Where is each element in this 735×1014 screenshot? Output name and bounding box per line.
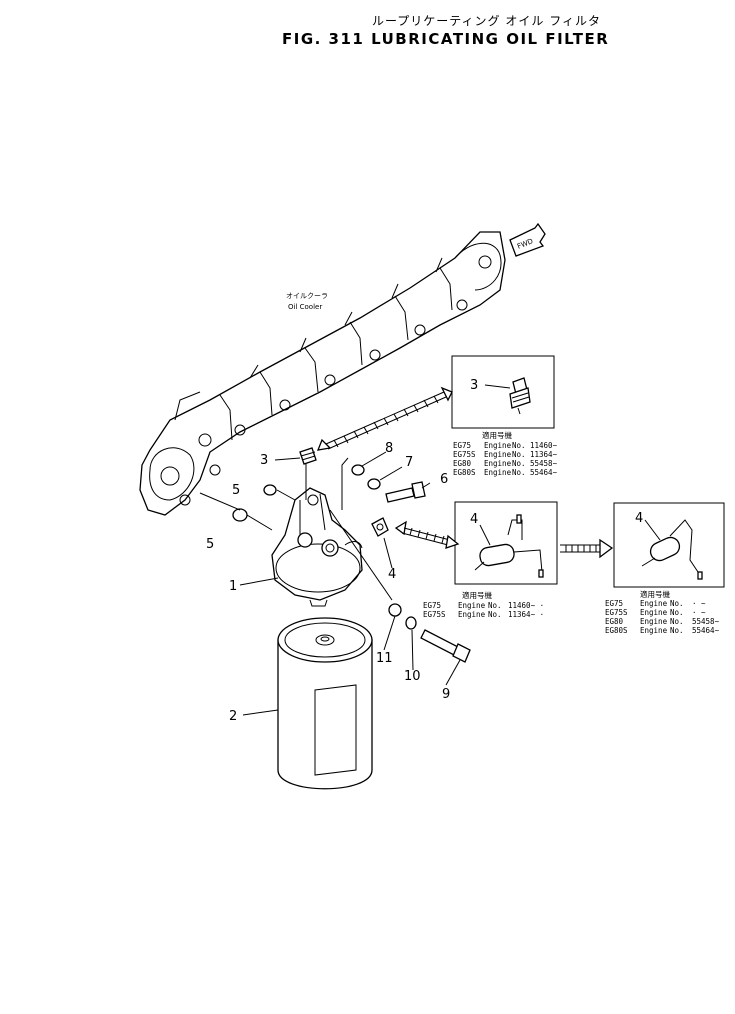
pressure-switch-part-3 [299, 447, 317, 500]
oil-cooler-label: Oil Cooler [288, 303, 322, 311]
table-row-model: EG80 [453, 459, 472, 468]
applicability-table-2: 適用号機 EG75 Engine No. 11460~ · EG75S Engi… [423, 590, 544, 619]
detail-box-part-3 [451, 355, 555, 429]
table-row-no: No. [670, 599, 684, 608]
table-row-serial: 11364~ [530, 450, 558, 459]
detail-arrow-1 [316, 386, 453, 451]
washer-part-10 [405, 616, 417, 630]
table-1-header: 適用号機 [482, 430, 512, 440]
bolt-part-9 [420, 629, 471, 663]
table-row-model: EG75 [453, 441, 471, 450]
table-row-serial: 55458~ [692, 617, 720, 626]
callout-leaders [239, 384, 661, 716]
table-row-serial: 55458~ [530, 459, 558, 468]
o-ring-part-5-lower [232, 508, 248, 522]
table-row-no: No. [670, 617, 684, 626]
forward-arrow-icon: FWD [509, 222, 546, 257]
detail-arrow-2 [394, 520, 460, 549]
table-row-no: No. [670, 626, 684, 635]
applicability-table-3: 適用号機 EG75 Engine No. · ~ EG75S Engine No… [605, 589, 720, 635]
oil-cooler-label-japanese: オイルクーラ [286, 292, 328, 300]
callout-7: 7 [405, 455, 413, 470]
callout-8: 8 [385, 441, 393, 456]
sensor-part-4 [371, 517, 389, 537]
table-row-model: EG75S [423, 610, 446, 619]
detail-arrow-3 [560, 538, 614, 559]
table-row-no: No. [488, 610, 502, 619]
table-row-engine: Engine [484, 450, 512, 459]
table-row-model: EG75S [453, 450, 476, 459]
assembly-lines [329, 457, 393, 601]
pressure-switch-detail [509, 377, 531, 415]
callout-10: 10 [404, 669, 421, 684]
filter-cartridge-part-2 [277, 617, 373, 790]
table-2-header: 適用号機 [462, 590, 492, 600]
detail-box-part-4-later [613, 502, 725, 588]
table-row-no: No. [512, 441, 526, 450]
table-row-model: EG80 [605, 617, 624, 626]
table-row-no: No. [512, 459, 526, 468]
table-row-serial: · ~ [692, 599, 706, 608]
table-row-no: No. [512, 450, 526, 459]
table-row-engine: Engine [640, 626, 668, 635]
table-row-model: EG75S [605, 608, 628, 617]
washer-part-11 [388, 603, 402, 617]
callout-4: 4 [388, 567, 396, 582]
sensor-detail-part-4 [474, 514, 544, 578]
table-row-engine: Engine [484, 459, 512, 468]
table-row-engine: Engine [458, 610, 486, 619]
bolt-part-6 [385, 481, 426, 503]
sensor-detail-later [641, 519, 703, 580]
callout-5-upper: 5 [232, 483, 240, 498]
table-row-serial: 55464~ [692, 626, 720, 635]
table-row-serial: 55464~ [530, 468, 558, 477]
callout-3: 3 [260, 453, 268, 468]
table-row-engine: Engine [484, 441, 512, 450]
callout-1: 1 [229, 579, 237, 594]
callout-11: 11 [376, 651, 393, 666]
washer-part-8 [351, 464, 365, 476]
table-row-engine: Engine [484, 468, 512, 477]
table-row-serial: 11460~ · [508, 601, 544, 610]
figure-title: FIG. 311 LUBRICATING OIL FILTER [282, 30, 610, 48]
table-row-no: No. [512, 468, 526, 477]
leader-lines-o-rings [199, 489, 296, 531]
table-row-no: No. [670, 608, 684, 617]
table-3-header: 適用号機 [640, 589, 670, 599]
figure-title-japanese: ループリケーティング オイル フィルタ [372, 14, 601, 28]
table-row-model: EG80S [605, 626, 628, 635]
filter-head-part-1 [271, 487, 363, 607]
table-row-serial: · ~ [692, 608, 706, 617]
callout-3-detail: 3 [470, 378, 478, 393]
callout-4-detail-later: 4 [635, 511, 643, 526]
o-ring-part-5-upper [263, 484, 277, 496]
table-row-engine: Engine [458, 601, 486, 610]
applicability-table-1: 適用号機 EG75 Engine No. 11460~ EG75S Engine… [453, 430, 558, 477]
table-row-engine: Engine [640, 608, 668, 617]
callout-9: 9 [442, 687, 450, 702]
oil-cooler-body [139, 231, 506, 516]
table-row-no: No. [488, 601, 502, 610]
table-row-engine: Engine [640, 617, 668, 626]
table-row-model: EG75 [423, 601, 441, 610]
callout-5-lower: 5 [206, 537, 214, 552]
callout-6: 6 [440, 472, 448, 487]
table-row-engine: Engine [640, 599, 668, 608]
callout-2: 2 [229, 709, 237, 724]
table-row-serial: 11460~ [530, 441, 558, 450]
table-row-model: EG75 [605, 599, 623, 608]
table-row-serial: 11364~ · [508, 610, 544, 619]
callout-4-detail: 4 [470, 512, 478, 527]
washer-part-7 [367, 478, 381, 490]
table-row-model: EG80S [453, 468, 476, 477]
